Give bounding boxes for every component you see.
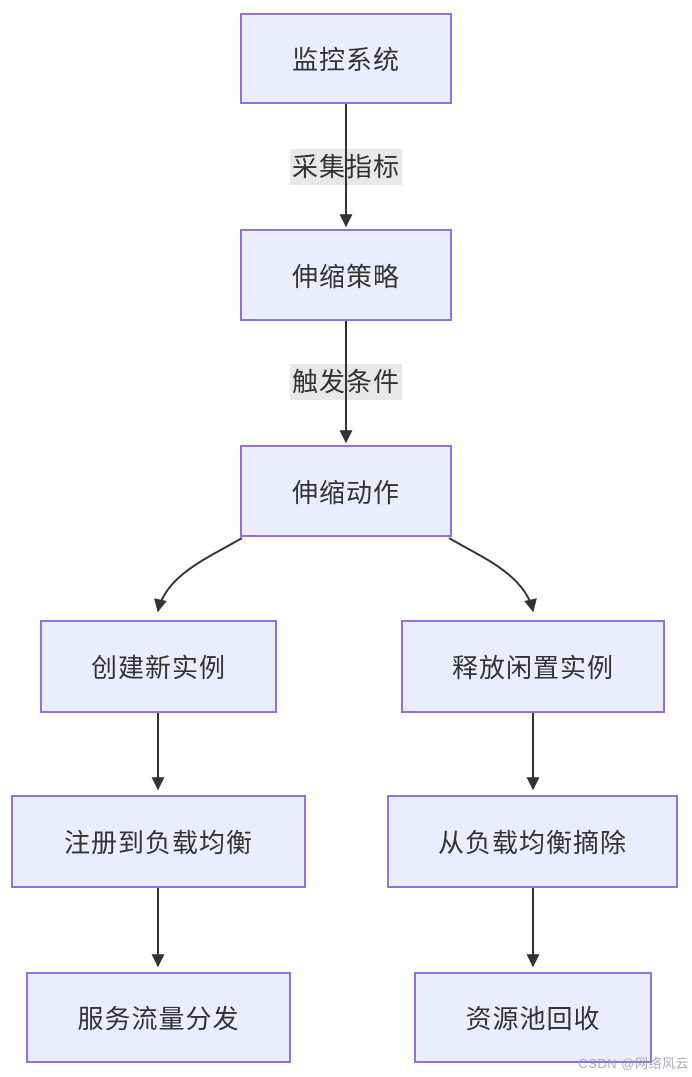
node-resource-pool-recycle: 资源池回收 xyxy=(414,972,652,1063)
node-release-idle-instance: 释放闲置实例 xyxy=(401,620,665,713)
node-scaling-action: 伸缩动作 xyxy=(240,445,452,537)
node-register-to-load-balancer: 注册到负载均衡 xyxy=(11,795,306,888)
node-service-traffic-dispatch: 服务流量分发 xyxy=(26,972,291,1063)
node-remove-from-load-balancer: 从负载均衡摘除 xyxy=(387,795,678,888)
node-scaling-policy: 伸缩策略 xyxy=(240,229,452,321)
edge-action-to-release xyxy=(448,537,537,613)
node-create-new-instance: 创建新实例 xyxy=(40,620,277,713)
watermark: CSDN @网络风云 xyxy=(578,1056,689,1071)
node-monitoring-system: 监控系统 xyxy=(240,13,452,104)
edge-action-to-create xyxy=(154,537,243,613)
